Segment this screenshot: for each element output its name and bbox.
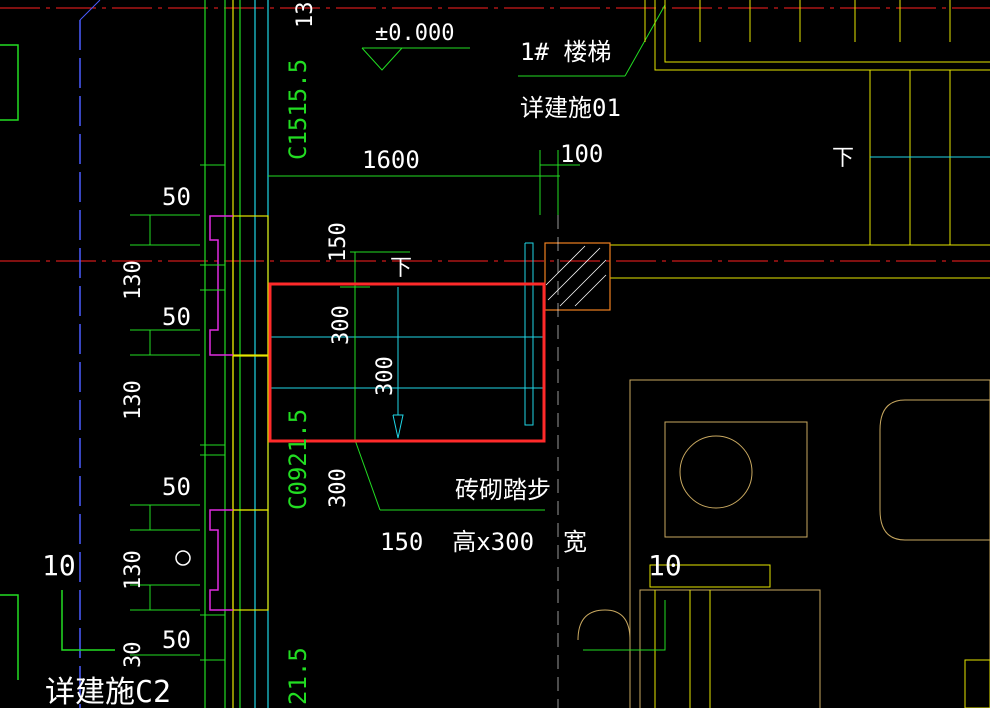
- down-label-upper: 下: [832, 146, 854, 171]
- dim-50-3: 50: [162, 473, 191, 501]
- dim-50-1: 50: [162, 183, 191, 211]
- elevation-label: ±0.000: [375, 21, 454, 46]
- wall-10-left: 10: [42, 549, 76, 582]
- dim-100: 100: [560, 140, 603, 168]
- dim-130-3: 130: [121, 550, 146, 590]
- dim-300-a: 300: [329, 305, 354, 345]
- ref-lower-left: 详建施C2: [45, 675, 171, 708]
- dim-300-b: 300: [373, 356, 398, 396]
- dim-300-side: 300: [326, 468, 351, 508]
- note-detail: 150 高x300 宽: [380, 528, 587, 556]
- dim-50-4: 50: [162, 626, 191, 654]
- window-c09: C0921.5: [284, 409, 312, 510]
- axis-lines: [0, 7, 990, 262]
- wall-10-right: 10: [648, 549, 682, 582]
- ref-upper: 详建施01: [520, 94, 621, 122]
- note-title: 砖砌踏步: [455, 476, 551, 504]
- dim-130-1: 130: [121, 260, 146, 300]
- dim-150-vertical: 150: [326, 222, 351, 262]
- highlight-box: [268, 282, 546, 443]
- window-c1515: C1515.5: [284, 59, 312, 160]
- stair-label: 1# 楼梯: [520, 38, 611, 66]
- dim-130-top: 13: [293, 2, 318, 29]
- hatched-column: [544, 242, 611, 311]
- dim-1600: 1600: [362, 146, 420, 174]
- dim-130-2: 130: [121, 380, 146, 420]
- dim-130-4: 30: [121, 642, 146, 669]
- dim-50-2: 50: [162, 303, 191, 331]
- window-lower: 21.5: [284, 647, 312, 705]
- down-label-mid: 下: [390, 256, 412, 281]
